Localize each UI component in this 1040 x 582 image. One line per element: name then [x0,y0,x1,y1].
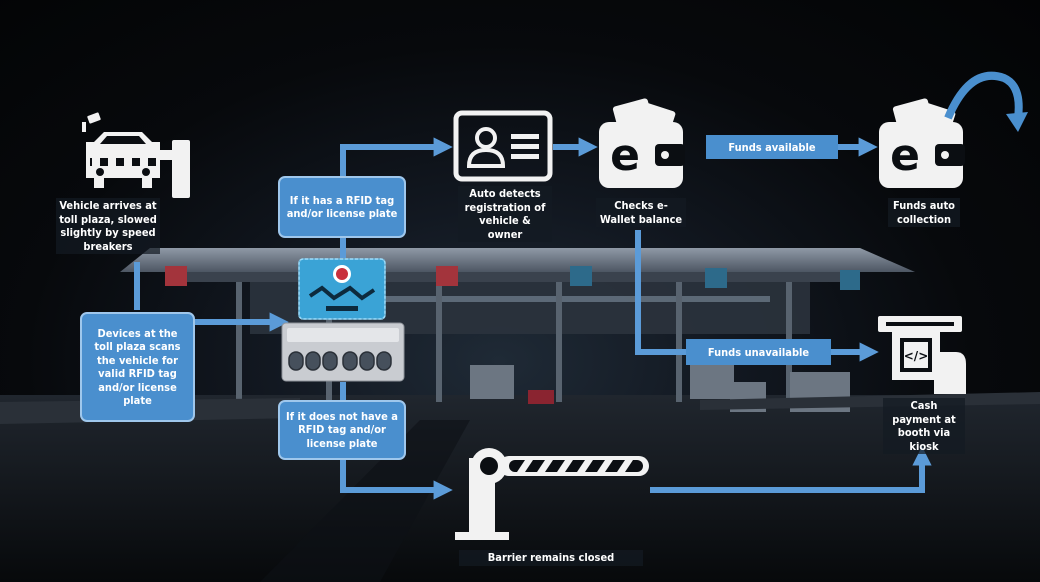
svg-text:e: e [890,130,920,181]
svg-text:</>: </> [904,349,929,363]
funds-auto-collection-label: Funds auto collection [888,198,960,227]
funds-unavailable-pill: Funds unavailable [686,339,831,365]
no-tag-box: If it does not have a RFID tag and/or li… [278,400,406,460]
rfid-card-icon [298,258,386,320]
funds-available-pill: Funds available [706,135,838,159]
arrow-wallet-to-unavailable [635,230,686,355]
cash-payment-label: Cash payment at booth via kiosk [883,398,965,454]
barrier-gate-icon [455,448,649,540]
car-at-barrier-icon [82,112,190,198]
id-card-icon [453,110,553,182]
vehicle-arrives-label: Vehicle arrives at toll plaza, slowed sl… [56,198,160,254]
arrow-no-tag-to-barrier [340,460,453,500]
devices-scan-box: Devices at the toll plaza scans the vehi… [80,312,195,422]
svg-text:e: e [610,130,640,181]
checks-wallet-label: Checks e-Wallet balance [596,198,686,227]
has-tag-box: If it has a RFID tag and/or license plat… [278,176,406,238]
rfid-reader-device-icon [281,322,405,382]
e-wallet-collection-icon: e [879,98,965,188]
barrier-closed-label: Barrier remains closed [459,550,643,566]
auto-detects-label: Auto detects registration of vehicle & o… [458,186,552,242]
arrow-barrier-to-kiosk [650,446,932,493]
e-wallet-icon: e [599,98,685,188]
cash-kiosk-icon: </> [878,316,966,394]
curved-arrow-icon [944,71,1028,132]
